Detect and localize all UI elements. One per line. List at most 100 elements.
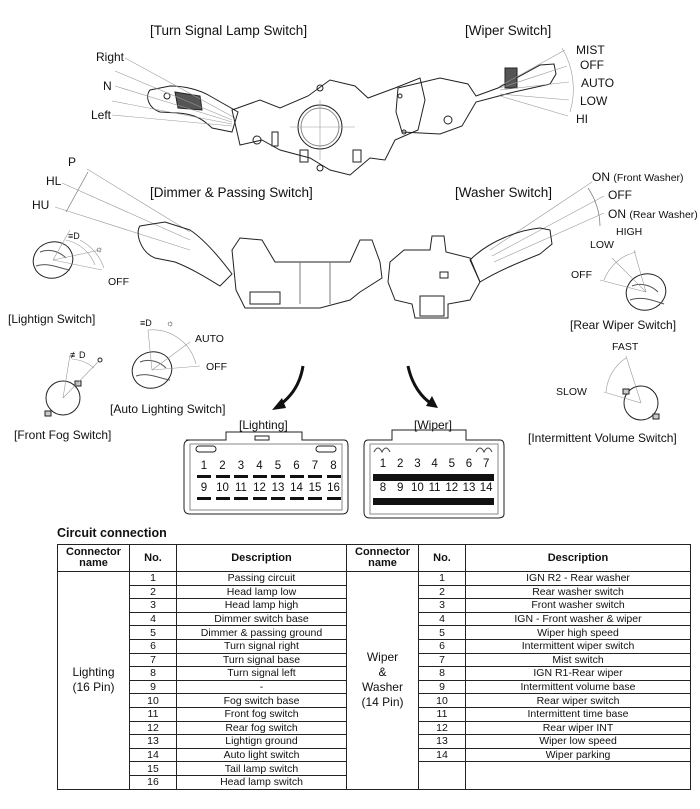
wiper-pin-description: Wiper low speed [465, 734, 691, 749]
wiper-pin-description: IGN - Front washer & wiper [465, 611, 691, 627]
connector-name-line: Washer [362, 680, 403, 695]
wiper-pin-no: 4 [418, 611, 466, 627]
header-no: No. [129, 544, 177, 572]
wiper-pin-label: 4 [431, 458, 438, 470]
wiper-pin-no: 5 [418, 625, 466, 640]
wiper-pin-terminal [476, 498, 495, 505]
lighting-pin-label: 12 [253, 482, 266, 494]
wiper-pin-terminal [424, 474, 443, 481]
lighting-pin-label: 6 [293, 460, 300, 472]
wiper-position-off: OFF [580, 58, 604, 72]
lighting-switch-title: [Lightign Switch] [8, 312, 96, 326]
wiper-pin-no: 1 [418, 571, 466, 586]
lighting-pin-description: Head lamp low [176, 584, 347, 600]
lighting-pin-no: 9 [129, 679, 177, 695]
fog-lamp-icon: ≢D [70, 350, 86, 360]
auto-lighting-knob-drawing [131, 329, 201, 389]
lighting-pin-label: 1 [200, 460, 208, 472]
wiper-connector-title: [Wiper] [414, 418, 453, 432]
wiper-pin-label: 12 [445, 482, 459, 494]
wiper-pin-no: 7 [418, 652, 466, 668]
lighting-pin-no: 15 [129, 761, 177, 776]
dimmer-lever-drawing [54, 168, 383, 309]
wiper-pin-label: 1 [379, 458, 387, 470]
rear-wiper-switch-title: [Rear Wiper Switch] [570, 318, 677, 332]
wiper-pin-description: Wiper parking [465, 747, 691, 763]
lighting-pin-description: Turn signal right [176, 638, 347, 654]
lighting-connector-title: [Lighting] [239, 418, 288, 432]
wiper-pin-description: Rear wiper switch [465, 693, 691, 708]
wiper-pin-no: 10 [418, 693, 466, 708]
connector-name-wiper: Wiper&Washer(14 Pin) [346, 571, 419, 790]
wiper-pin-description: Intermittent time base [465, 706, 691, 722]
wiper-pin-no: 9 [418, 679, 466, 695]
rear-wiper-position-off: OFF [571, 269, 592, 281]
wiper-pin-description: Intermittent volume base [465, 679, 691, 695]
lighting-pin-description: Dimmer & passing ground [176, 625, 347, 640]
circuit-connection-table: Connector name No. Description Connector… [57, 544, 691, 790]
lighting-pin-description: Head lamp switch [176, 774, 347, 790]
wiper-pin-no: 6 [418, 638, 466, 654]
lighting-pin-no: 10 [129, 693, 177, 708]
lighting-pin-terminal [289, 497, 304, 500]
wiper-pin-no: 8 [418, 666, 466, 681]
lighting-pin-terminal [197, 475, 211, 478]
column-switch-body-drawing [231, 77, 426, 176]
rear-wiper-knob-drawing [599, 249, 667, 311]
lighting-pin-no: 12 [129, 720, 177, 736]
header-description: Description [176, 544, 347, 572]
wiper-pin-description: IGN R1-Rear wiper [465, 666, 691, 681]
wiper-position-low: LOW [580, 94, 608, 108]
turn-signal-position-right: Right [96, 50, 125, 64]
rear-wiper-position-high: HIGH [616, 226, 643, 238]
lighting-pin-no: 4 [129, 611, 177, 627]
wiper-pin-terminal [424, 498, 443, 505]
lighting-pin-description: Lightign ground [176, 734, 347, 749]
washer-on-label: ON [608, 207, 626, 221]
lighting-pin-label: 2 [219, 460, 226, 472]
lighting-pin-description: Turn signal left [176, 666, 347, 681]
lighting-pin-label: 15 [308, 482, 322, 494]
washer-front-note: (Front Washer) [613, 172, 684, 184]
tail-lamp-icon: ☼ [95, 244, 104, 254]
wiper-pin-terminal [459, 474, 477, 481]
auto-lighting-position-auto: AUTO [195, 333, 224, 345]
lighting-pin-terminal [326, 497, 341, 500]
turn-signal-switch-title: [Turn Signal Lamp Switch] [150, 23, 308, 38]
arrow-to-lighting-connector [272, 365, 305, 410]
turn-signal-lever-drawing [111, 57, 239, 133]
wiper-pin-no: 13 [418, 734, 466, 749]
lighting-pin-description: Tail lamp switch [176, 761, 347, 776]
connector-name-line: Lighting [72, 665, 115, 680]
washer-switch-title: [Washer Switch] [455, 185, 553, 200]
lighting-pin-description: Head lamp high [176, 598, 347, 613]
table-header-row: Connector name No. Description Connector… [57, 544, 691, 572]
lighting-pin-label: 10 [216, 482, 229, 494]
connector-name-lighting: Lighting(16 Pin) [57, 571, 130, 790]
lighting-pin-terminal [215, 497, 230, 500]
wiper-pin-description [465, 775, 691, 790]
wiper-connector-outline [363, 429, 505, 519]
wiper-pin-terminal [407, 498, 426, 505]
wiper-pin-no: 2 [418, 584, 466, 600]
intermittent-position-slow: SLOW [556, 386, 587, 398]
auto-lighting-switch-title: [Auto Lighting Switch] [110, 402, 226, 416]
wiper-pin-label: 14 [479, 482, 493, 494]
wiper-pin-terminal [441, 474, 460, 481]
wiper-switch-title: [Wiper Switch] [465, 23, 552, 38]
wiper-pin-terminal [390, 474, 409, 481]
wiper-pin-terminal [441, 498, 460, 505]
connector-name-line: (16 Pin) [72, 680, 115, 695]
lighting-pin-label: 14 [290, 482, 303, 494]
lighting-pin-no: 16 [129, 774, 177, 790]
lighting-pin-description: - [176, 679, 347, 695]
wiper-position-mist: MIST [576, 43, 605, 57]
header-connector-name: Connector name [57, 544, 130, 572]
wiper-pin-terminal [407, 474, 426, 481]
wiper-pin-description: Mist switch [465, 652, 691, 668]
